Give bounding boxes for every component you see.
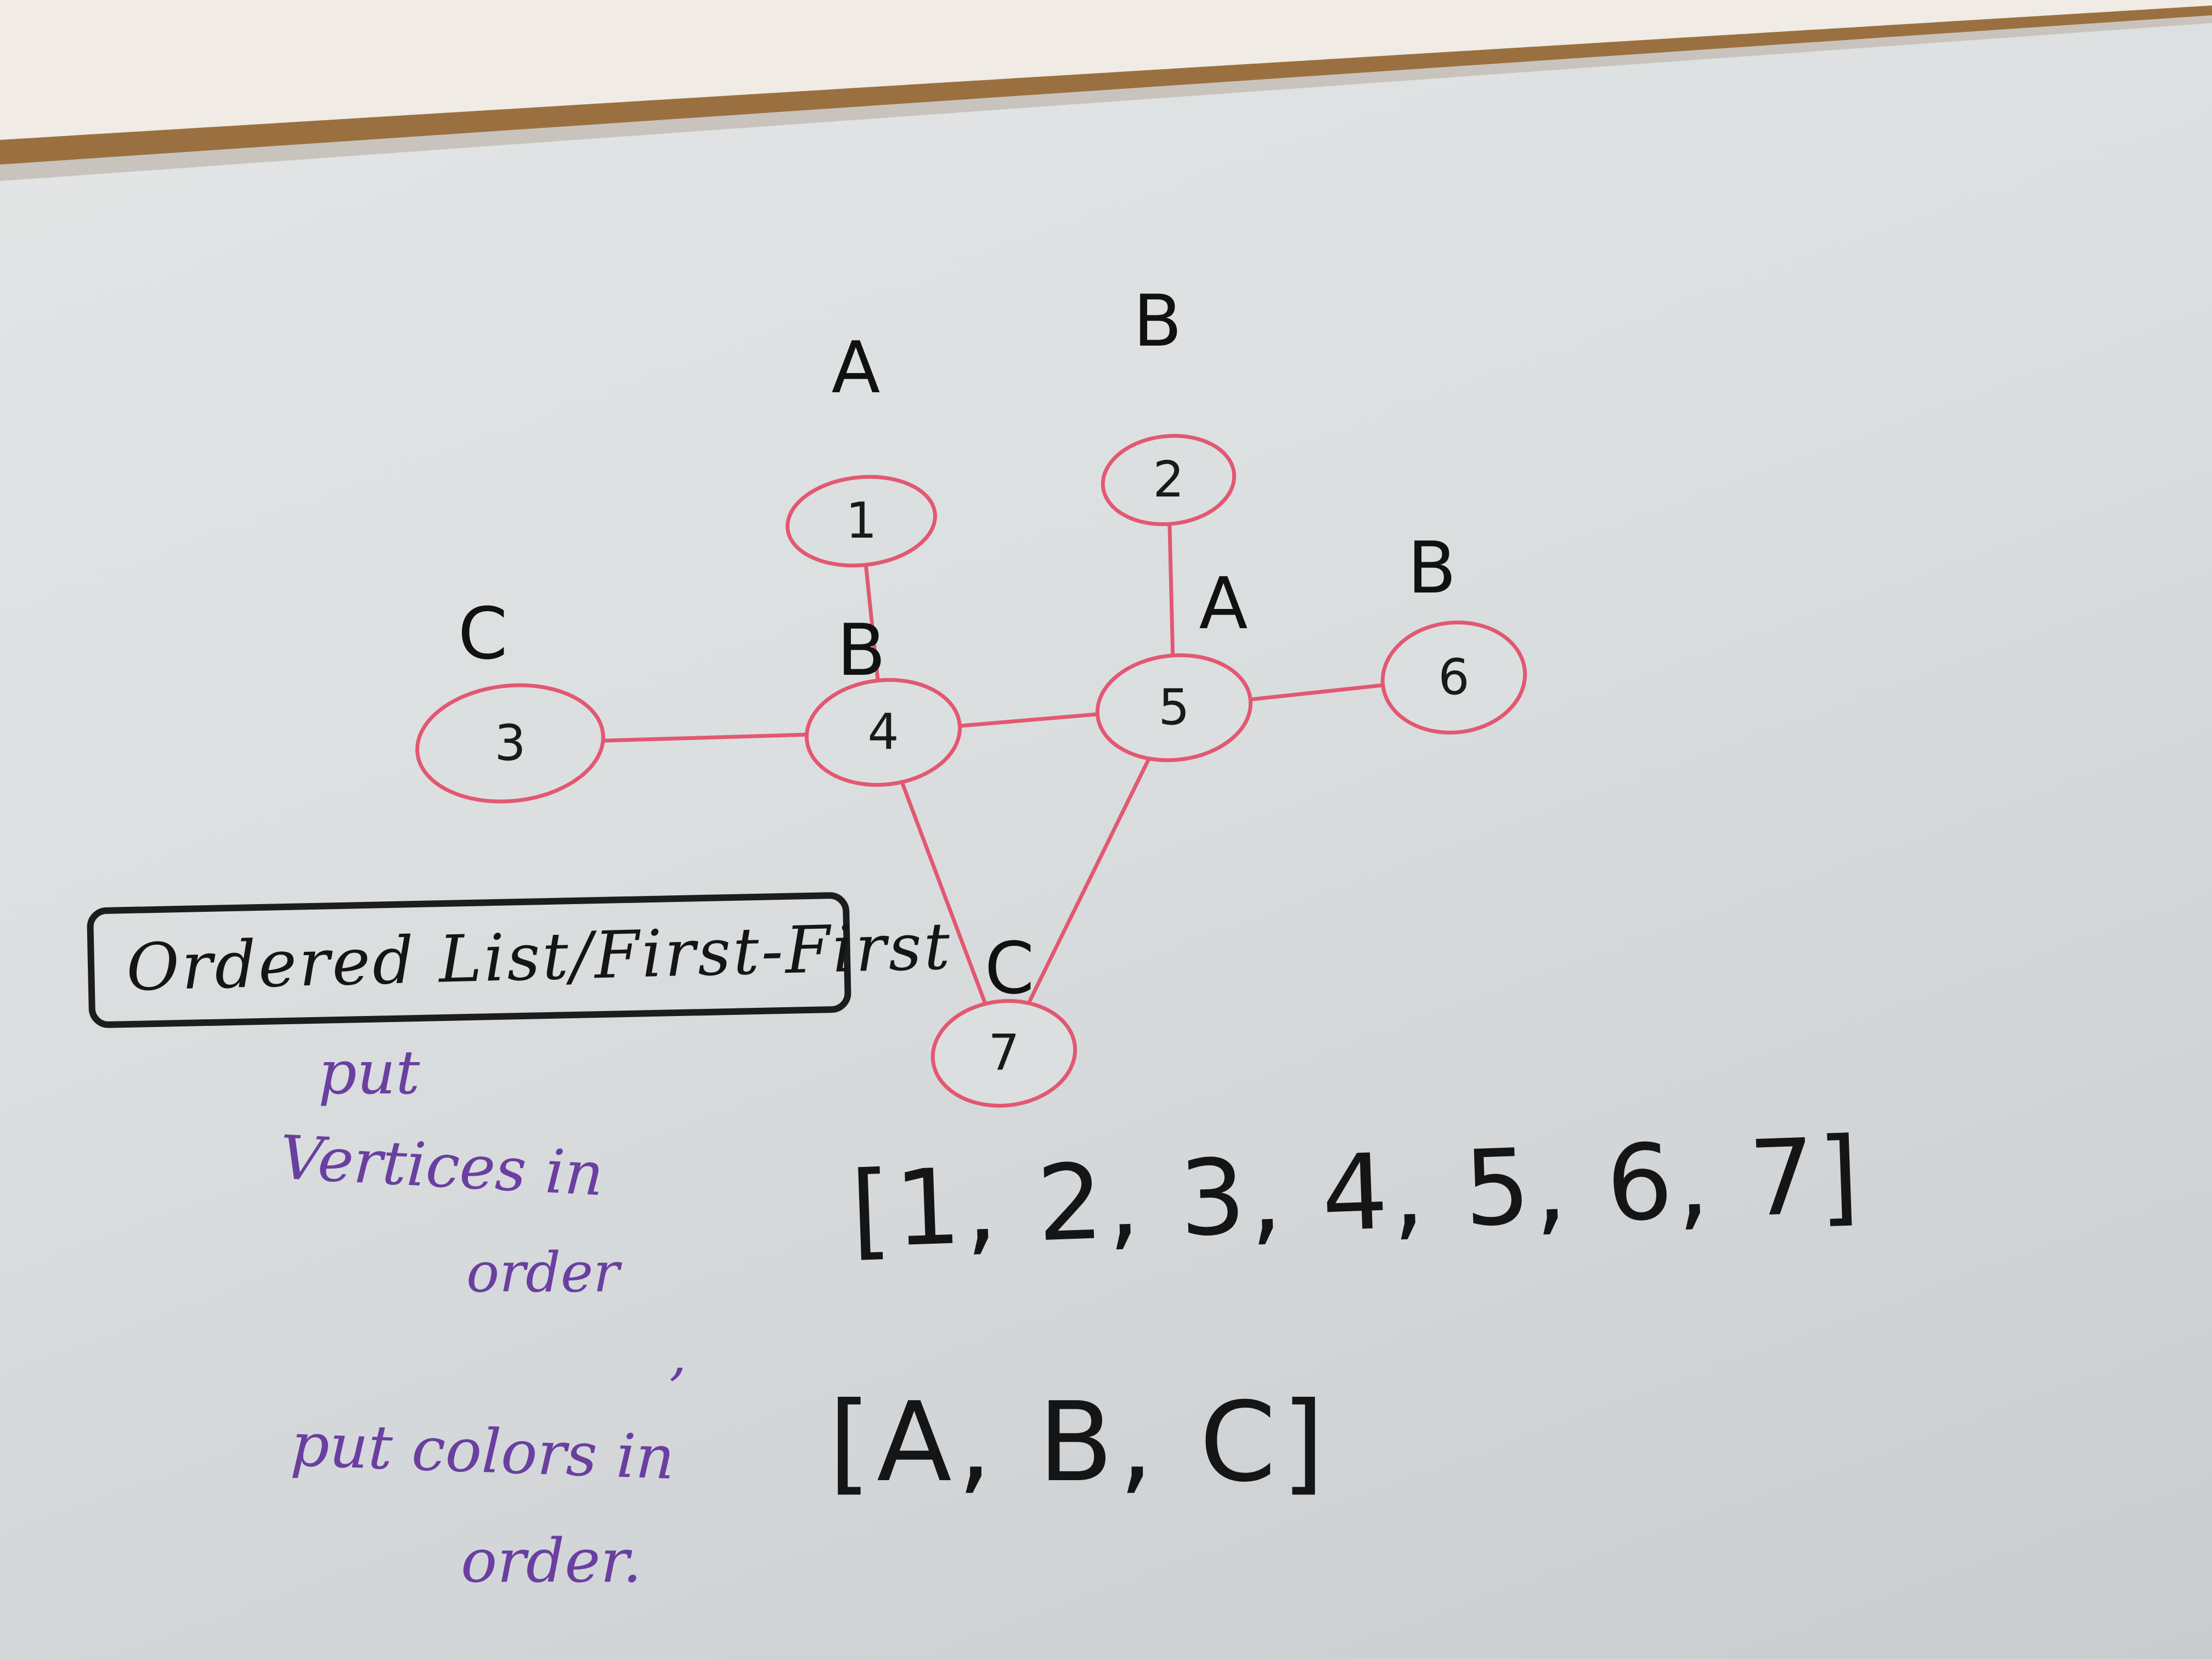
vertex-6-circle <box>1380 620 1527 735</box>
vertex-5-color: A <box>1199 562 1248 645</box>
vertex-3-number: 3 <box>494 714 526 772</box>
frame-top-edge <box>0 15 2212 181</box>
note-line-6: order. <box>461 1526 642 1596</box>
vertex-6-color: B <box>1407 526 1457 610</box>
vertex-7-circle <box>930 999 1077 1108</box>
note-line-2: Vertices in <box>278 1122 606 1210</box>
graph-nodes <box>415 433 1527 1108</box>
vertex-2-circle <box>1101 433 1237 527</box>
edge-4-7 <box>881 730 1006 1056</box>
vertex-2-number: 2 <box>1153 451 1184 509</box>
vertex-7-color: C <box>984 927 1035 1010</box>
vertex-5-circle <box>1095 653 1253 763</box>
vertex-1-number: 1 <box>845 492 877 550</box>
vertex-3-color: C <box>458 592 508 675</box>
note-line-1: put <box>318 1037 420 1108</box>
vertex-4-number: 4 <box>867 703 899 761</box>
vertex-6-number: 6 <box>1438 648 1470 706</box>
vertex-1-color: A <box>831 326 881 409</box>
vertex-3-circle <box>415 683 605 804</box>
vertex-2-color: B <box>1133 279 1182 363</box>
vertex-5-number: 5 <box>1158 679 1190 736</box>
heading-text: Ordered List/First-First <box>125 908 953 1006</box>
vertex-4-circle <box>804 678 962 787</box>
edge-5-7 <box>1002 706 1176 1056</box>
color-order-list: [A, B, C] <box>828 1379 1330 1506</box>
vertex-1-circle <box>785 475 938 568</box>
note-line-4: , <box>669 1323 687 1387</box>
frame-top-cork <box>0 5 2212 165</box>
vertex-7-number: 7 <box>988 1024 1020 1082</box>
vertex-4-color: B <box>837 608 886 692</box>
note-line-5: put colors in <box>289 1409 676 1493</box>
note-line-3: order <box>466 1240 620 1305</box>
